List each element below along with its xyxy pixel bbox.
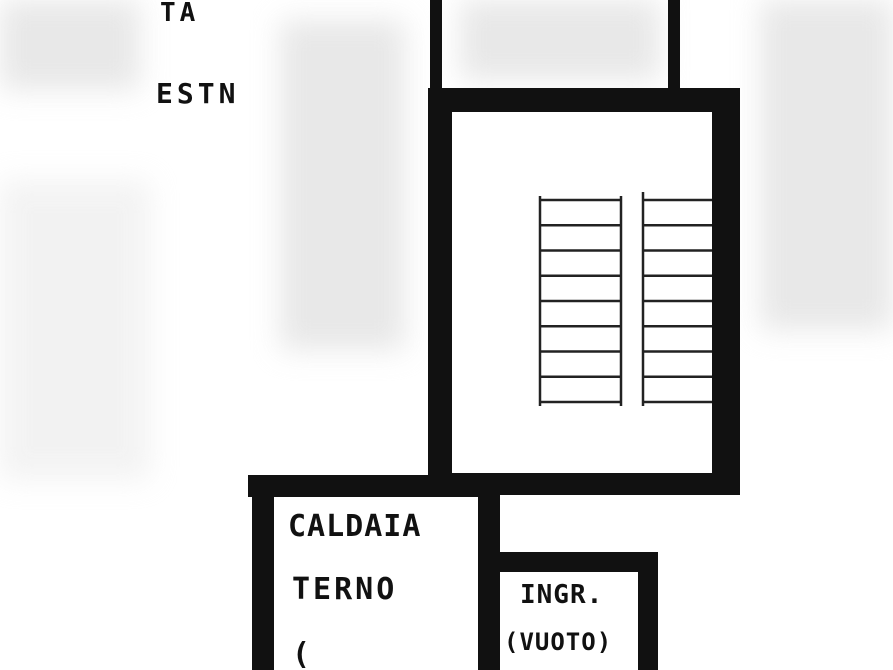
blurred-region-left	[0, 180, 150, 480]
label-caldaia-line2: TERNO	[292, 572, 398, 607]
label-top-fragment-2: ESTN	[156, 77, 240, 110]
label-ingr-line2: (VUOTO)	[504, 628, 613, 656]
wall-stair-right	[712, 88, 740, 493]
label-caldaia-line1: CALDAIA	[288, 509, 422, 544]
wall-lower-top	[248, 475, 500, 497]
wall-stair-left	[428, 88, 452, 493]
wall-middle	[478, 475, 500, 670]
wall-stair-bottom	[428, 473, 740, 495]
wall-ingr-right	[638, 552, 658, 670]
wall-ingr-top	[478, 552, 658, 572]
label-top-fragment: TA	[160, 0, 200, 28]
staircase	[538, 192, 712, 406]
blurred-region-top-center	[460, 0, 660, 80]
wall-upper-right	[668, 0, 680, 92]
blurred-region-right	[760, 0, 893, 330]
wall-stair-top	[428, 88, 740, 112]
label-caldaia-line3: (	[292, 637, 315, 670]
blurred-region-center	[280, 20, 405, 350]
label-ingr-line1: INGR.	[520, 580, 604, 610]
wall-upper-left	[430, 0, 442, 92]
blurred-region-top-left	[0, 0, 140, 90]
wall-lower-left	[252, 475, 274, 670]
walls	[248, 0, 740, 670]
